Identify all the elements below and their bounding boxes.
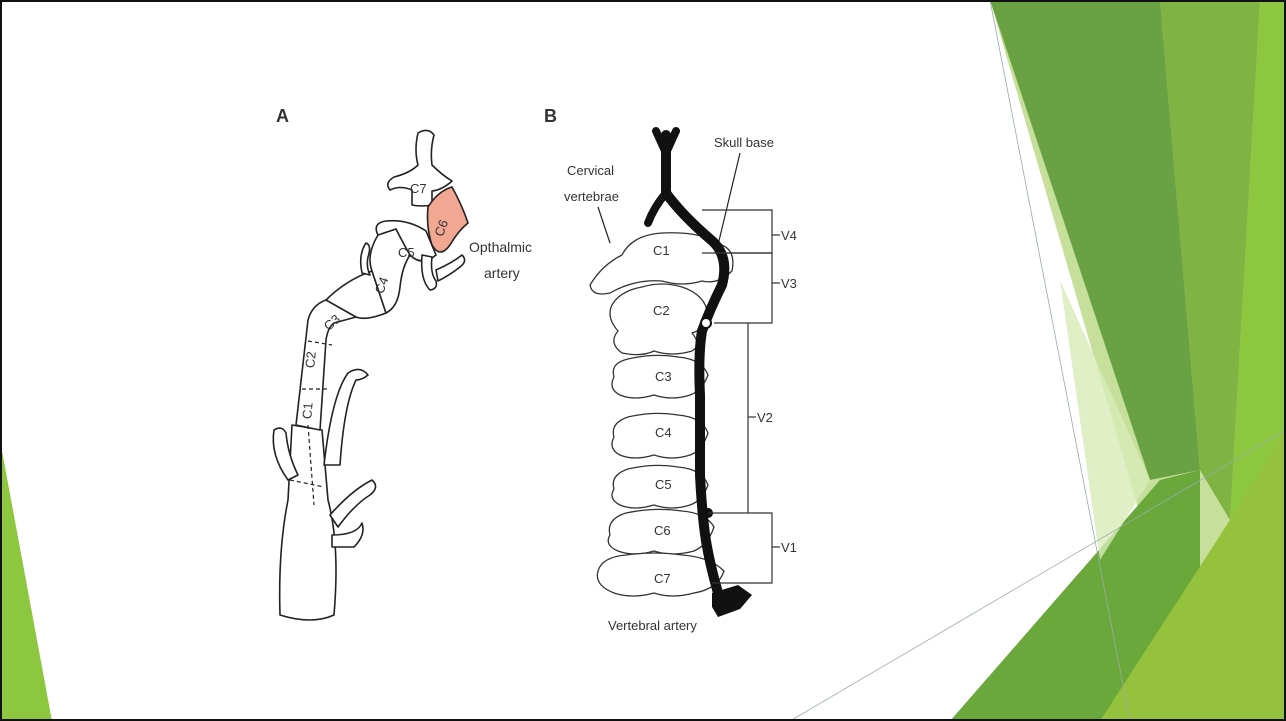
- vertebra-label-c4: C4: [655, 425, 672, 440]
- left-edge-accent: [0, 440, 52, 721]
- panel-a-label: A: [276, 106, 289, 126]
- artery-dot-1: [701, 318, 711, 328]
- segment-label-v4: V4: [781, 228, 797, 243]
- anatomy-figure: A: [262, 95, 822, 655]
- vertebra-label-c5: C5: [655, 477, 672, 492]
- cervical-leader: [598, 207, 610, 243]
- segment-label-v1: V1: [781, 540, 797, 555]
- panel-b-label: B: [544, 106, 557, 126]
- figure-svg: A: [262, 95, 822, 655]
- segment-label-c7: C7: [410, 181, 427, 196]
- vertebra-label-c2: C2: [653, 303, 670, 318]
- vertebra-label-c3: C3: [655, 369, 672, 384]
- ophthalmic-label-line1: Opthalmic: [469, 239, 532, 255]
- segment-labels-b: V4 V3 V2 V1: [757, 228, 797, 555]
- segment-label-c5: C5: [398, 245, 415, 260]
- ophthalmic-stub: [422, 255, 437, 290]
- vertebra-label-c1: C1: [653, 243, 670, 258]
- segment-label-c2: C2: [302, 351, 318, 369]
- vertebral-artery-label: Vertebral artery: [608, 618, 697, 633]
- skull-base-leader: [718, 153, 740, 245]
- carotid-twig: [361, 243, 370, 275]
- vertebra-label-c7: C7: [654, 571, 671, 586]
- segment-label-v3: V3: [781, 276, 797, 291]
- branch-right-1: [330, 480, 376, 527]
- segment-label-c1: C1: [299, 402, 315, 420]
- ophthalmic-label-line2: artery: [484, 265, 520, 281]
- vertebrae-stack: [590, 233, 733, 596]
- external-carotid: [324, 369, 368, 465]
- cervical-label-line2: vertebrae: [564, 189, 619, 204]
- cervical-label-line1: Cervical: [567, 163, 614, 178]
- ophthalmic-branch: [436, 255, 465, 281]
- branch-right-2: [332, 523, 363, 547]
- carotid-c6-highlight: [428, 187, 469, 252]
- vertebra-label-c6: C6: [654, 523, 671, 538]
- vertebral-artery-left-branch: [648, 193, 666, 223]
- skull-base-label: Skull base: [714, 135, 774, 150]
- segment-label-v2: V2: [757, 410, 773, 425]
- vertebra-c2-shape: [610, 284, 708, 355]
